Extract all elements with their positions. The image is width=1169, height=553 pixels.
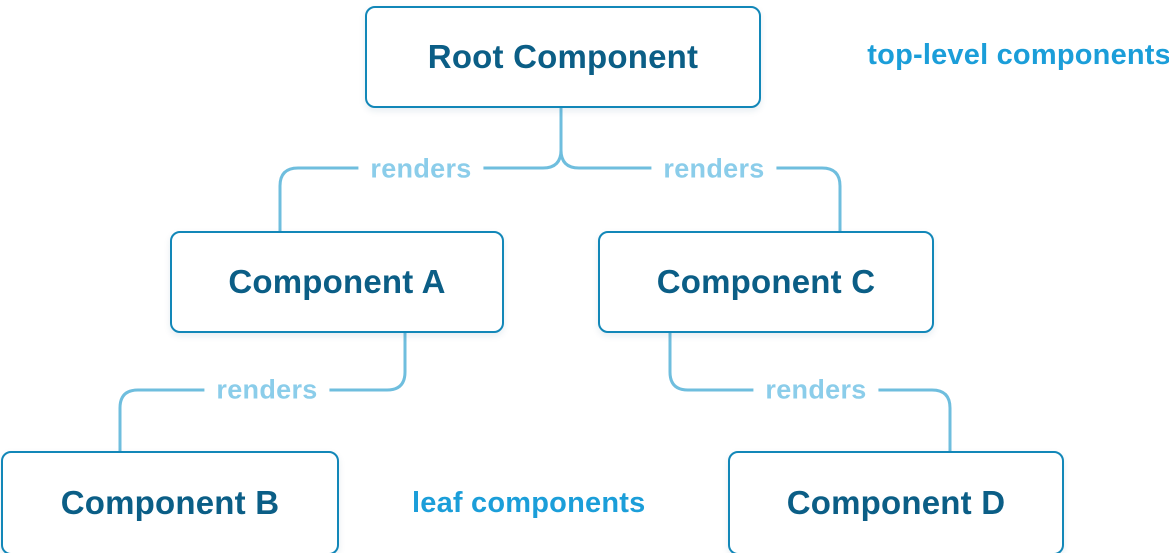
node-label: Root Component <box>427 38 699 75</box>
edge-label-renders-root-c: renders <box>651 151 777 187</box>
edge-label-renders-a-b: renders <box>204 372 330 408</box>
node-component-b: Component B <box>1 451 339 553</box>
edge-label-renders-c-d: renders <box>753 372 879 408</box>
annotation-top-level-components: top-level components <box>867 39 1169 71</box>
node-component-d: Component D <box>728 451 1064 553</box>
edge-label-renders-root-a: renders <box>358 151 484 187</box>
node-root-component: Root Component <box>365 6 761 108</box>
node-label: Component B <box>60 484 280 521</box>
node-component-a: Component A <box>170 231 504 333</box>
node-label: Component D <box>786 484 1006 521</box>
node-label: Component A <box>228 263 446 300</box>
node-component-c: Component C <box>598 231 934 333</box>
node-label: Component C <box>656 263 876 300</box>
annotation-leaf-components: leaf components <box>412 487 646 519</box>
